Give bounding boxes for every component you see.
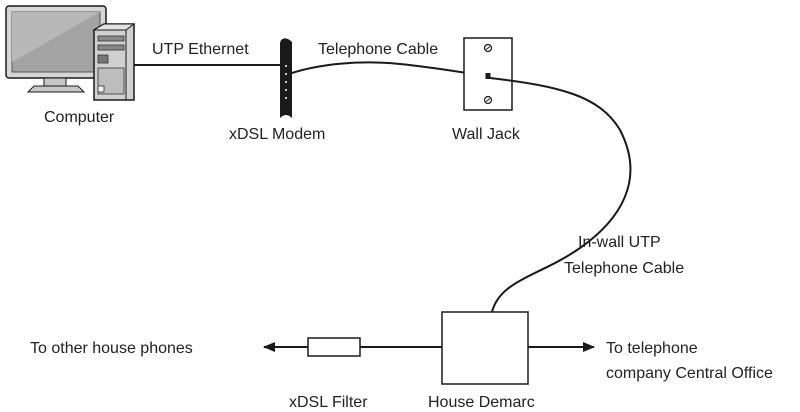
wall-jack-label: Wall Jack	[452, 126, 521, 143]
to-other-phones-label: To other house phones	[30, 340, 193, 357]
xdsl-filter-label: xDSL Filter	[289, 394, 368, 411]
inwall-telephone-cable	[489, 77, 632, 313]
telephone-cable-label: Telephone Cable	[318, 41, 438, 58]
wall-jack-icon	[463, 37, 513, 111]
computer-label: Computer	[44, 109, 115, 126]
xdsl-filter-box	[307, 337, 361, 357]
house-demarc-box	[441, 311, 529, 385]
inwall-label-line2: Telephone Cable	[564, 260, 684, 277]
house-demarc-label: House Demarc	[428, 394, 535, 411]
telephone-cable	[291, 61, 489, 77]
utp-ethernet-label: UTP Ethernet	[152, 41, 249, 58]
inwall-label-line1: In-wall UTP	[578, 234, 661, 251]
xdsl-modem-label: xDSL Modem	[229, 126, 325, 143]
to-co-label-line2: company Central Office	[606, 365, 773, 382]
computer-icon	[5, 5, 136, 101]
to-co-label-line1: To telephone	[606, 340, 698, 357]
xdsl-modem-icon	[280, 38, 292, 118]
